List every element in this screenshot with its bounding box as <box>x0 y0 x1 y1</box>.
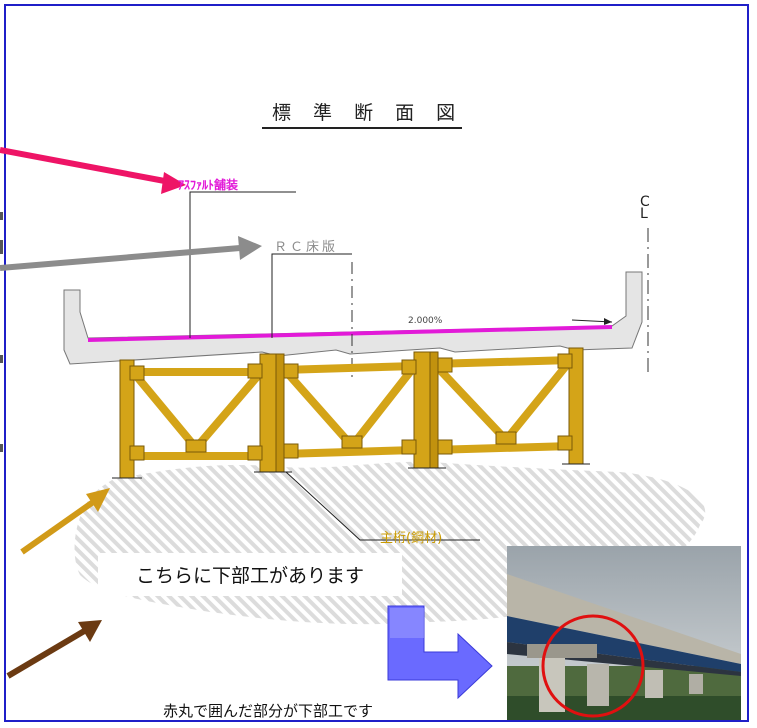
ground-arrow-icon <box>6 620 102 679</box>
cross-frame-3 <box>427 355 577 455</box>
gusset-plates <box>129 353 573 461</box>
diagram-title: 標 準 断 面 図 <box>272 102 464 124</box>
centerline-label: C L <box>640 194 650 222</box>
rc-leader <box>271 253 352 338</box>
left-edge-marks <box>0 212 3 452</box>
rc-slab-label: ＲＣ床版 <box>274 240 339 255</box>
slope-text: 2.000% <box>408 316 443 326</box>
main-girder-label: 主桁(鋼材) <box>380 531 443 546</box>
asphalt-label: ｱｽﾌｧﾙﾄ舗装 <box>178 178 239 192</box>
substructure-arrow-icon <box>20 488 110 555</box>
substructure-callout: こちらに下部工があります <box>98 553 402 596</box>
asphalt-arrow-icon <box>0 147 186 194</box>
cross-frame-1 <box>128 368 266 460</box>
rc-slab-arrow-icon <box>0 236 262 271</box>
cross-frame-2 <box>277 361 421 459</box>
bridge-photo <box>507 546 741 720</box>
girder-leader <box>285 471 480 541</box>
steel-girders <box>119 347 584 479</box>
centerline-label-c: C <box>640 194 650 210</box>
asphalt-layer <box>87 325 613 342</box>
centerline-label-l: L <box>640 206 648 222</box>
photo-caption: 赤丸で囲んだ部分が下部工です <box>163 702 374 720</box>
deck-slab <box>63 271 643 365</box>
asphalt-leader <box>189 191 296 338</box>
title-underline <box>262 127 462 129</box>
red-circle-marker <box>541 614 645 718</box>
bridge-photo-icon <box>507 546 741 720</box>
